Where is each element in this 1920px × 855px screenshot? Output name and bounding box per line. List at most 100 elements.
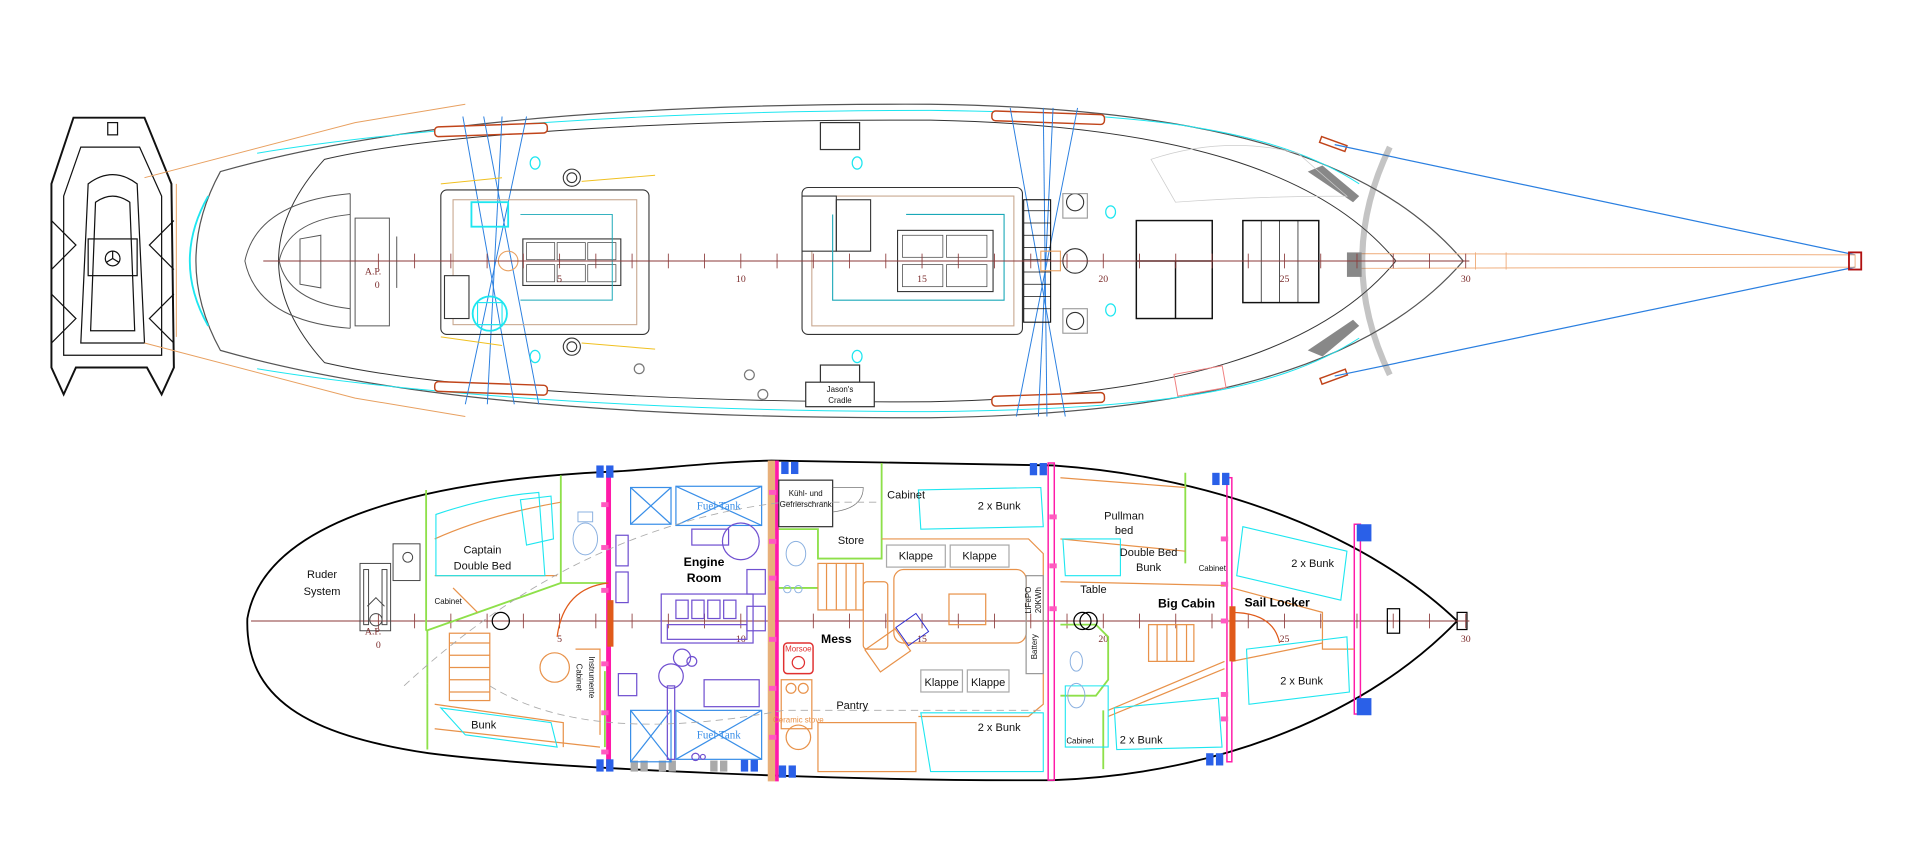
label-bunk-mess-top: 2 x Bunk [978,501,1021,513]
label-big-cabin: Big Cabin [1158,597,1215,611]
accommodation-hull-outline [246,459,1459,782]
label-bunk-fwd-top: 2 x Bunk [1291,558,1334,570]
label-instrument-cabinet: Instrumente Cabinet [575,656,596,698]
label-pullman-2: bed [1115,525,1133,537]
label-klappe-2: Klappe [962,551,996,563]
sightline-dashed [403,501,882,687]
label-engine-room-1: Engine [684,555,725,569]
deck-plan: Jason's Cradle 5 10 15 20 25 30 A.P. 0 [50,103,1863,419]
sheet-lines [440,174,656,350]
accommodation-station-label: 15 [917,634,927,645]
aft-deckhouse [440,168,650,356]
engine [615,522,766,762]
deck-fittings [633,363,769,400]
deck-station-label: 20 [1098,274,1108,285]
deck-station-ticks: 5 10 15 20 25 30 [377,253,1471,285]
label-cabinet-aft: Cabinet [434,597,462,606]
label-ruder-system-2: System [304,586,341,598]
label-fuel-tank-bottom: Fuel Tank [697,730,741,742]
label-fridge-1: Kühl- und [789,489,823,498]
klappe-boxes [885,544,1010,693]
label-battery-1: LiFePO [1024,587,1033,614]
label-morsoe: Morsoe [785,645,812,654]
label-bunk-big-bottom: 2 x Bunk [1120,734,1163,746]
label-bunk-aft: Bunk [471,720,497,732]
label-ceramic-stove: Ceramic stove [773,716,824,725]
label-double-bed-bunk-2: Bunk [1136,562,1162,574]
mast-steps [607,600,1236,662]
accommodation-station-label: 30 [1461,634,1471,645]
foredeck-hatch [1173,365,1227,397]
label-klappe-3: Klappe [924,677,958,689]
jasons-cradle-label-2: Cradle [828,396,852,405]
label-captain-bed-2: Double Bed [454,561,512,573]
label-double-bed-bunk-1: Double Bed [1120,547,1178,559]
deck-station-label: 15 [917,274,927,285]
deck-ap-value: 0 [375,280,380,291]
deck-station-label: 10 [736,274,746,285]
fridge-door-swing [832,487,864,513]
accommodation-station-label: 5 [557,634,562,645]
dinghy [50,116,175,397]
mess-bench [864,627,912,673]
mess-table-box [895,612,930,647]
accommodation-ap-value: 0 [376,640,381,651]
big-cabin-ladder [1147,624,1195,662]
deck-toe-rail-cyan [257,109,1360,413]
label-mess: Mess [821,632,852,646]
label-sail-locker: Sail Locker [1244,595,1310,609]
deck-prisms [529,156,1117,364]
deck-station-label: 25 [1280,274,1290,285]
label-captain-bed-1: Captain [463,545,501,557]
label-battery-3: Battery [1030,634,1039,659]
label-cabinet-big-top: Cabinet [1199,564,1227,573]
label-engine-room-2: Room [687,571,722,585]
deck-station-label: 5 [557,274,562,285]
accommodation-station-label: 20 [1098,634,1108,645]
label-bunk-fwd-bottom: 2 x Bunk [1280,676,1323,688]
mast-posts [491,608,1401,634]
forestays [1334,144,1856,377]
fridge-freezer [778,479,834,528]
label-cabinet-big-bottom: Cabinet [1066,736,1094,745]
label-table: Table [1080,584,1106,596]
label-battery-2: 20KWh [1034,587,1043,613]
jasons-cradle: Jason's Cradle [805,121,875,408]
label-store: Store [838,535,864,547]
jasons-cradle-label-1: Jason's [827,385,854,394]
dinghy-tow-lines [144,103,466,417]
label-pantry: Pantry [836,700,868,712]
deck-station-label: 30 [1461,274,1471,285]
label-instrument-cabinet-1: Instrumente [587,656,596,698]
deck-ap-label: A.P. [365,266,381,277]
label-battery: LiFePO 20KWh Battery [1024,587,1043,660]
label-fuel-tank-top: Fuel Tank [697,501,741,513]
accommodation-ap-label: A.P. [365,626,381,637]
label-fridge-2: Gefrierschrank [780,500,832,509]
label-instrument-cabinet-2: Cabinet [575,664,584,692]
shrouds [462,107,1079,417]
rudder-system [359,543,421,632]
deck-hull-outline [195,103,1465,419]
heads [572,511,1086,709]
label-cabinet-mess: Cabinet [887,490,925,502]
furniture-outlines [434,477,1355,773]
forward-hatches [1135,219,1320,320]
bedding [435,486,1350,773]
fuel-tanks [630,485,763,763]
bowsprit-end-fitting [1848,251,1863,271]
battery-box [1025,575,1044,675]
label-bunk-mess-bottom: 2 x Bunk [978,722,1021,734]
morsoe-stove [782,642,814,675]
label-ruder-system-1: Ruder [307,569,337,581]
label-pullman-1: Pullman [1104,510,1144,522]
foredeck-grating [1150,145,1348,203]
accommodation-station-label: 25 [1280,634,1290,645]
sightline-dashed-lower [489,685,1041,725]
label-klappe-1: Klappe [899,551,933,563]
morsoe-burner [791,655,806,670]
label-klappe-4: Klappe [971,677,1005,689]
